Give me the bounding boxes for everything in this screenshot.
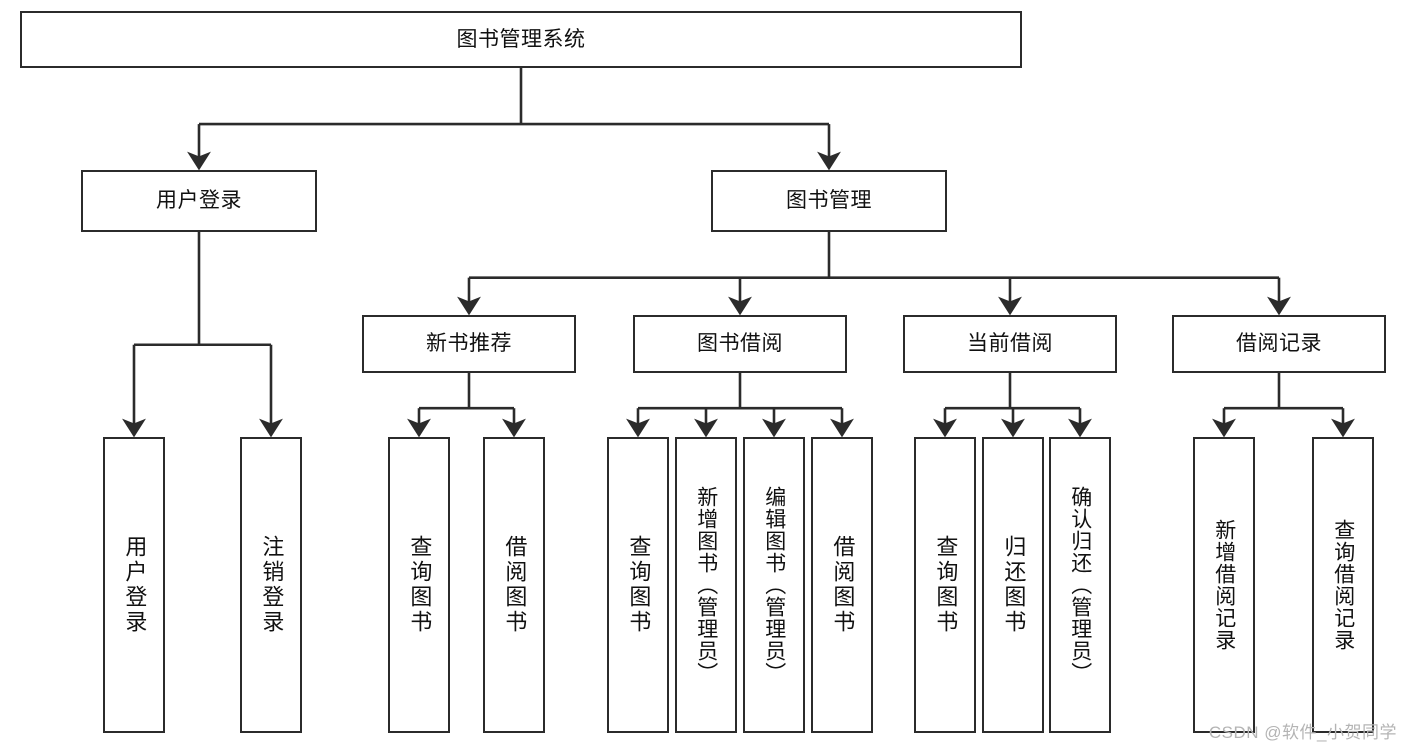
node-label: 用户登录 xyxy=(122,535,148,635)
node-leaf-cur-confirm[interactable]: 确认归还（管理员） xyxy=(1049,437,1111,733)
node-book-manage[interactable]: 图书管理 xyxy=(711,170,947,232)
node-borrow-record[interactable]: 借阅记录 xyxy=(1172,315,1386,373)
node-label: 用户登录 xyxy=(156,189,242,213)
node-label: 查询图书 xyxy=(626,535,652,635)
node-user-login[interactable]: 用户登录 xyxy=(81,170,317,232)
node-label: 新增图书（管理员） xyxy=(694,486,718,684)
node-leaf-borrow-query[interactable]: 查询图书 xyxy=(607,437,669,733)
node-label: 图书管理 xyxy=(786,189,872,213)
node-label: 查询图书 xyxy=(933,535,959,635)
node-label: 图书管理系统 xyxy=(456,27,586,51)
node-label: 新书推荐 xyxy=(426,332,512,356)
node-leaf-user-login[interactable]: 用户登录 xyxy=(103,437,165,733)
node-label: 借阅图书 xyxy=(830,535,856,635)
node-label: 借阅图书 xyxy=(502,535,528,635)
node-label: 编辑图书（管理员） xyxy=(762,486,786,684)
node-label: 注销登录 xyxy=(259,535,285,635)
watermark-text: CSDN @软件_小贺同学 xyxy=(1208,723,1397,742)
node-book-borrow[interactable]: 图书借阅 xyxy=(633,315,847,373)
node-leaf-user-logout[interactable]: 注销登录 xyxy=(240,437,302,733)
node-leaf-book-edit[interactable]: 编辑图书（管理员） xyxy=(743,437,805,733)
node-label: 当前借阅 xyxy=(967,332,1053,356)
node-current-borrow[interactable]: 当前借阅 xyxy=(903,315,1117,373)
node-leaf-rec-add[interactable]: 新增借阅记录 xyxy=(1193,437,1255,733)
node-new-book-rec[interactable]: 新书推荐 xyxy=(362,315,576,373)
node-label: 查询图书 xyxy=(407,535,433,635)
node-leaf-cur-query[interactable]: 查询图书 xyxy=(914,437,976,733)
node-leaf-rec-query2[interactable]: 查询借阅记录 xyxy=(1312,437,1374,733)
node-leaf-rec-borrow[interactable]: 借阅图书 xyxy=(483,437,545,733)
node-root[interactable]: 图书管理系统 xyxy=(20,11,1022,68)
node-label: 确认归还（管理员） xyxy=(1068,486,1092,684)
node-label: 归还图书 xyxy=(1001,535,1027,635)
node-leaf-rec-query[interactable]: 查询图书 xyxy=(388,437,450,733)
node-label: 图书借阅 xyxy=(697,332,783,356)
node-label: 查询借阅记录 xyxy=(1331,519,1355,651)
node-leaf-book-add[interactable]: 新增图书（管理员） xyxy=(675,437,737,733)
node-leaf-borrow-book[interactable]: 借阅图书 xyxy=(811,437,873,733)
node-label: 借阅记录 xyxy=(1236,332,1322,356)
node-label: 新增借阅记录 xyxy=(1212,519,1236,651)
node-leaf-cur-return[interactable]: 归还图书 xyxy=(982,437,1044,733)
